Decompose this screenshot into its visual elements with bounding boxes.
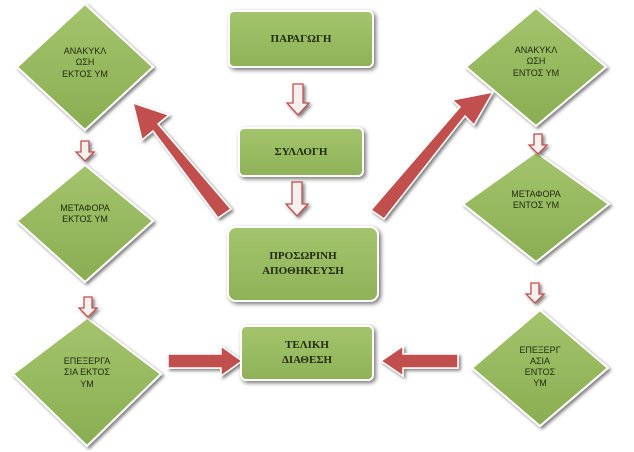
recycling-outside-label: ΑΝΑΚΥΚΛ ΩΣΗ ΕΚΤΟΣ ΥΜ bbox=[62, 46, 108, 79]
horizontal-arrow-left-to-final bbox=[167, 344, 244, 378]
production-box: ΠΑΡΑΓΩΓΗ bbox=[228, 10, 374, 68]
collection-box: ΣΥΛΛΟΓΗ bbox=[238, 127, 364, 177]
temporary-storage-label: ΠΡΟΣΩΡΙΝΗ ΑΠΟΘΗΚΕΥΣΗ bbox=[262, 250, 344, 277]
down-arrow-right-2 bbox=[524, 282, 546, 304]
down-arrow-production-collection bbox=[285, 83, 311, 116]
diamond-processing-outside bbox=[11, 316, 163, 448]
temporary-storage-box: ΠΡΟΣΩΡΙΝΗ ΑΠΟΘΗΚΕΥΣΗ bbox=[227, 226, 379, 302]
down-arrow-left-1 bbox=[74, 140, 96, 162]
diamond-transport-inside bbox=[461, 150, 611, 264]
diamond-recycling-outside bbox=[15, 2, 155, 132]
diagonal-arrow-to-recycling-outside bbox=[131, 101, 233, 220]
transport-outside-label: ΜΕΤΑΦΟΡΑ ΕΚΤΟΣ ΥΜ bbox=[60, 202, 110, 224]
diagonal-arrow-to-recycling-inside bbox=[369, 90, 495, 221]
production-label: ΠΑΡΑΓΩΓΗ bbox=[270, 32, 332, 45]
collection-label: ΣΥΛΛΟΓΗ bbox=[274, 145, 328, 158]
final-disposal-label: ΤΕΛΙΚΗ ΔΙΑΘΕΣΗ bbox=[281, 339, 333, 366]
diamond-processing-inside bbox=[470, 308, 610, 428]
diamond-recycling-inside bbox=[464, 6, 608, 128]
down-arrow-right-1 bbox=[527, 133, 549, 155]
down-arrow-collection-storage bbox=[284, 181, 310, 217]
down-arrow-left-2 bbox=[77, 296, 99, 318]
diamond-transport-outside bbox=[15, 163, 155, 284]
final-disposal-box: ΤΕΛΙΚΗ ΔΙΑΘΕΣΗ bbox=[240, 325, 374, 381]
horizontal-arrow-right-to-final bbox=[379, 344, 459, 378]
transport-inside-label: ΜΕΤΑΦΟΡΑ ΕΝΤΟΣ ΥΜ bbox=[511, 188, 561, 210]
processing-outside-label: ΕΠΕΞΕΡΓΑ ΣΙΑ ΕΚΤΟΣ ΥΜ bbox=[63, 356, 111, 389]
processing-inside-label: ΕΠΕΞΕΡΓ ΑΣΙΑ ΕΝΤΟΣ ΥΜ bbox=[519, 344, 561, 389]
recycling-inside-label: ΑΝΑΚΥΚΛ ΩΣΗ ΕΝΤΟΣ ΥΜ bbox=[512, 45, 560, 78]
